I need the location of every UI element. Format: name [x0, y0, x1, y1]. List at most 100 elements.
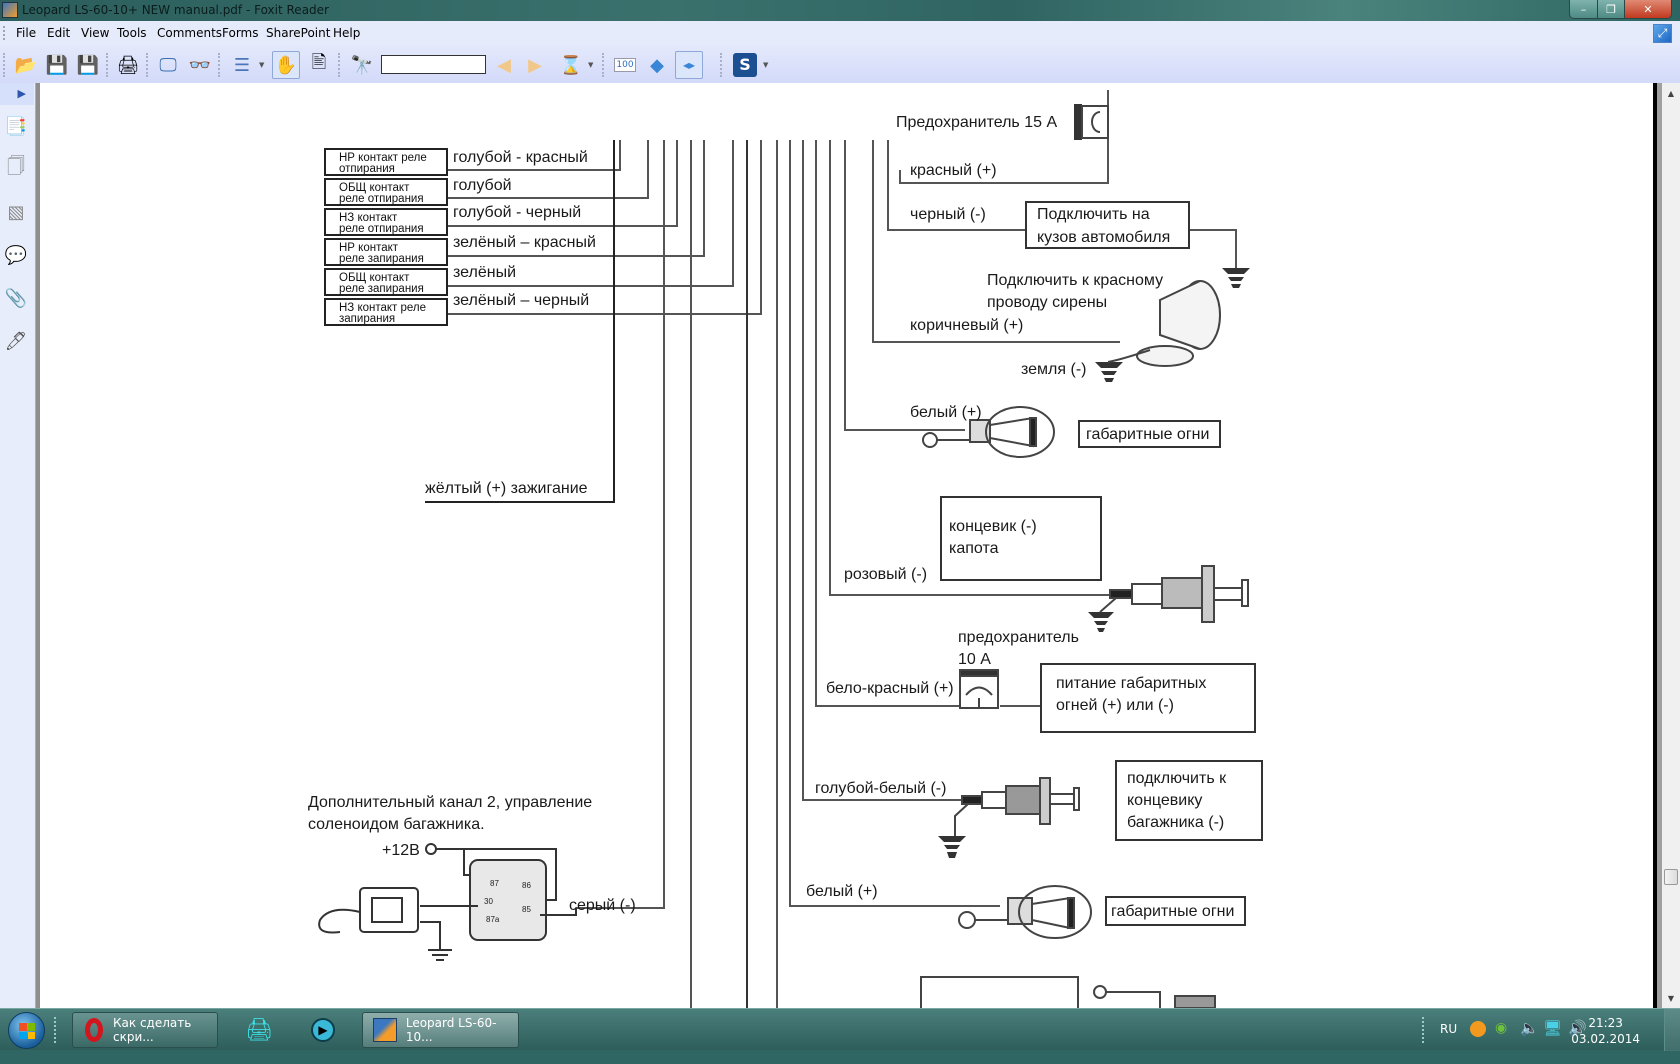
folder-open-icon: 📂 — [14, 54, 38, 76]
panel-toggle-button[interactable]: ▶ — [0, 83, 34, 105]
wire-label: зелёный – красный — [453, 234, 596, 251]
find-button[interactable]: 🔭 — [348, 51, 376, 79]
chevron-down-icon[interactable]: ▼ — [588, 61, 594, 69]
save-button[interactable]: 💾 — [43, 51, 71, 79]
scrollbar-thumb[interactable] — [1664, 869, 1678, 886]
layers-icon: ▧ — [7, 201, 25, 223]
avast-icon[interactable] — [1470, 1021, 1486, 1037]
minimize-button[interactable]: – — [1570, 0, 1597, 18]
taskbar-item-media-player[interactable]: ▶ — [300, 1012, 352, 1048]
clock[interactable]: 21:23 03.02.2014 — [1571, 1015, 1640, 1047]
show-desktop-button[interactable] — [1664, 1009, 1680, 1051]
binoculars-icon: 🔭 — [350, 54, 374, 76]
window-title: Leopard LS-60-10+ NEW manual.pdf - Foxit… — [22, 3, 329, 17]
menu-file[interactable]: File — [16, 26, 37, 40]
signature-icon: 🖊 — [4, 330, 28, 352]
wire-line — [576, 140, 665, 909]
fullscreen-view-button[interactable]: 🖵 — [154, 51, 182, 79]
menu-edit[interactable]: Edit — [47, 26, 71, 40]
menu-view[interactable]: View — [81, 26, 110, 40]
bookmarks-icon: 📑 — [4, 115, 28, 137]
find-input[interactable] — [381, 55, 486, 74]
actual-size-button[interactable]: 100 — [611, 51, 639, 79]
vertical-scrollbar[interactable]: ▲ ▼ — [1662, 83, 1680, 1008]
relay-pin-labels: 87 86 30 85 87a — [484, 879, 531, 924]
restore-button[interactable]: ❐ — [1597, 0, 1624, 18]
menu-sharepoint[interactable]: SharePoint — [266, 26, 331, 40]
menu-forms[interactable]: Forms — [222, 26, 259, 40]
find-next-icon: ▶ — [528, 54, 542, 76]
parking-power-text: питание габаритных — [1056, 675, 1207, 692]
wire-line — [872, 140, 1120, 343]
scroll-down-button[interactable]: ▼ — [1662, 990, 1680, 1008]
attachments-button[interactable]: 📎 — [4, 285, 28, 311]
hand-tool-button[interactable]: ✋ — [272, 51, 300, 79]
wire-label: белый (+) — [910, 404, 982, 421]
signature-button[interactable]: 🖊 — [4, 328, 28, 354]
chevron-down-icon[interactable]: ▼ — [259, 61, 265, 69]
page-gutter — [36, 83, 40, 1008]
page-shadow — [1653, 83, 1657, 1008]
find-next-button[interactable]: ▶ — [521, 51, 549, 79]
menu-help[interactable]: Help — [333, 26, 361, 40]
scroll-up-button[interactable]: ▲ — [1662, 85, 1680, 103]
taskbar: Как сделать скри... 🖨 ▶ Leopard LS-60-10… — [0, 1008, 1680, 1051]
taskbar-item-foxit[interactable]: Leopard LS-60-10... — [362, 1012, 519, 1048]
restore-icon: ❐ — [1606, 2, 1616, 16]
search-options-button[interactable]: ⌛ — [557, 51, 585, 79]
layers-button[interactable]: ▧ — [4, 199, 28, 225]
fit-page-button[interactable]: ◆ — [643, 51, 671, 79]
page-mode-button[interactable]: ☰ — [228, 51, 256, 79]
wire-line — [815, 140, 960, 707]
relay-contact-text: реле отпирания — [339, 193, 424, 205]
chevron-down-icon[interactable]: ▼ — [763, 61, 769, 69]
sharepoint-icon: S — [733, 53, 757, 77]
pages-icon: 🗍 — [7, 156, 25, 177]
menu-tools[interactable]: Tools — [117, 26, 147, 40]
network-icon[interactable]: 🖥 — [1543, 1019, 1563, 1037]
volume-icon[interactable]: 🔊 — [1568, 1019, 1587, 1037]
printer-icon: 🖨 — [116, 54, 140, 76]
start-button[interactable] — [8, 1012, 45, 1049]
ground-label: земля (-) — [1021, 361, 1087, 378]
reading-mode-button[interactable]: 👓 — [186, 51, 214, 79]
parking-power-box — [1040, 663, 1256, 733]
nvidia-icon[interactable]: ◉ — [1495, 1020, 1508, 1036]
speaker-muted-icon[interactable]: 🔈 — [1520, 1019, 1539, 1037]
open-button[interactable]: 📂 — [12, 51, 40, 79]
select-text-button[interactable]: 🖹 — [305, 51, 333, 79]
taskbar-item-printer[interactable]: 🖨 — [236, 1012, 288, 1048]
menu-comments[interactable]: Comments — [157, 26, 223, 40]
find-previous-button[interactable]: ◀ — [490, 51, 518, 79]
monitor-icon: 🖵 — [159, 54, 177, 76]
language-indicator[interactable]: RU — [1440, 1022, 1458, 1036]
comments-button[interactable]: 💬 — [4, 242, 28, 268]
trunk-switch-icon — [954, 777, 1080, 836]
bookmarks-button[interactable]: 📑 — [4, 113, 28, 139]
wire-line — [447, 140, 762, 315]
tray-grip — [1422, 1017, 1428, 1043]
fuse-10a-label: 10 А — [958, 651, 991, 668]
comments-icon: 💬 — [4, 244, 28, 266]
pages-button[interactable]: 🗍 — [4, 156, 28, 182]
close-button[interactable]: ✕ — [1624, 0, 1671, 18]
zoom-100-icon: 100 — [614, 58, 636, 72]
sharepoint-button[interactable]: S — [731, 51, 759, 79]
toolbar-grip — [3, 53, 5, 77]
print-button[interactable]: 🖨 — [114, 51, 142, 79]
taskbar-item-opera[interactable]: Как сделать скри... — [72, 1012, 218, 1048]
relay-pin-label: 85 — [522, 905, 531, 914]
fit-width-button[interactable]: ◂▸ — [675, 51, 703, 79]
wire-label: бело-красный (+) — [826, 680, 954, 697]
fit-page-icon: ◆ — [650, 54, 664, 76]
separator — [338, 53, 340, 77]
lamp-icon — [922, 406, 1055, 458]
relay-contact-text: реле отпирания — [339, 223, 424, 235]
wire-label: красный (+) — [910, 162, 997, 179]
title-bar: Leopard LS-60-10+ NEW manual.pdf - Foxit… — [0, 0, 1680, 21]
wire-label: зелёный — [453, 264, 517, 281]
taskbar-item-label: Leopard LS-60-10... — [405, 1016, 497, 1044]
fullscreen-button[interactable]: ⤢ — [1653, 24, 1672, 43]
save-as-button[interactable]: 💾 — [74, 51, 102, 79]
